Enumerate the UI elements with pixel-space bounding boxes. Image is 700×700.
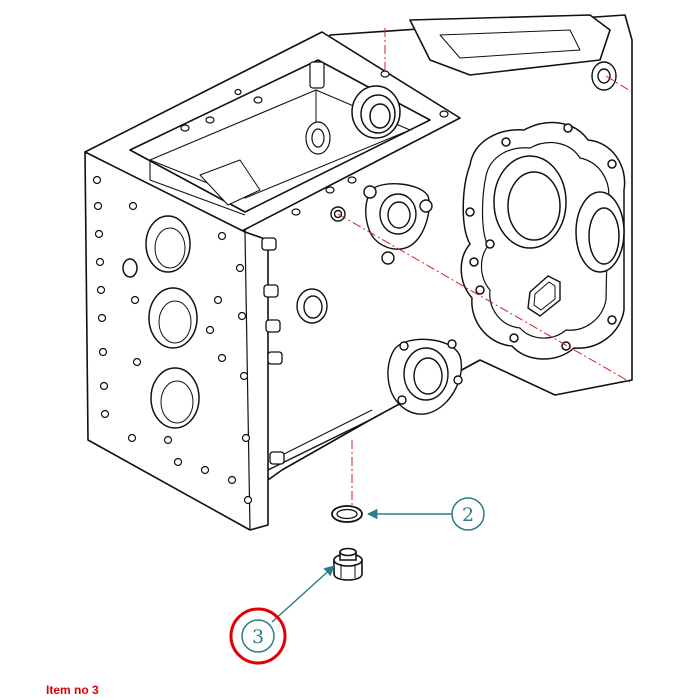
callout-3-highlight-ring — [229, 607, 287, 665]
callout-2-circle — [451, 497, 485, 531]
top-cavity-details — [180, 61, 449, 216]
callout-3-leader — [271, 565, 335, 623]
front-plate-bolt-holes — [92, 175, 253, 505]
bell-flange — [460, 121, 626, 360]
callout-2: 2 — [366, 497, 485, 531]
drain-plug-part — [333, 547, 363, 581]
top-bearing-boss — [351, 85, 401, 139]
bell-slot — [527, 275, 561, 317]
front-plate-bores — [122, 215, 200, 429]
small-side-flange — [330, 183, 433, 265]
mid-side-boss — [296, 288, 328, 324]
lower-side-flange — [387, 338, 463, 415]
callout-3-label: 3 — [252, 626, 264, 648]
callout-2-label: 2 — [462, 504, 474, 526]
sealing-ring-part — [331, 505, 363, 523]
callout-3-circle — [241, 619, 275, 653]
side-studs — [261, 237, 285, 465]
callout-3: 3 — [229, 565, 335, 665]
item-caption: Item no 3 — [46, 683, 99, 697]
centerlines — [337, 28, 633, 510]
top-right-port — [591, 61, 617, 91]
